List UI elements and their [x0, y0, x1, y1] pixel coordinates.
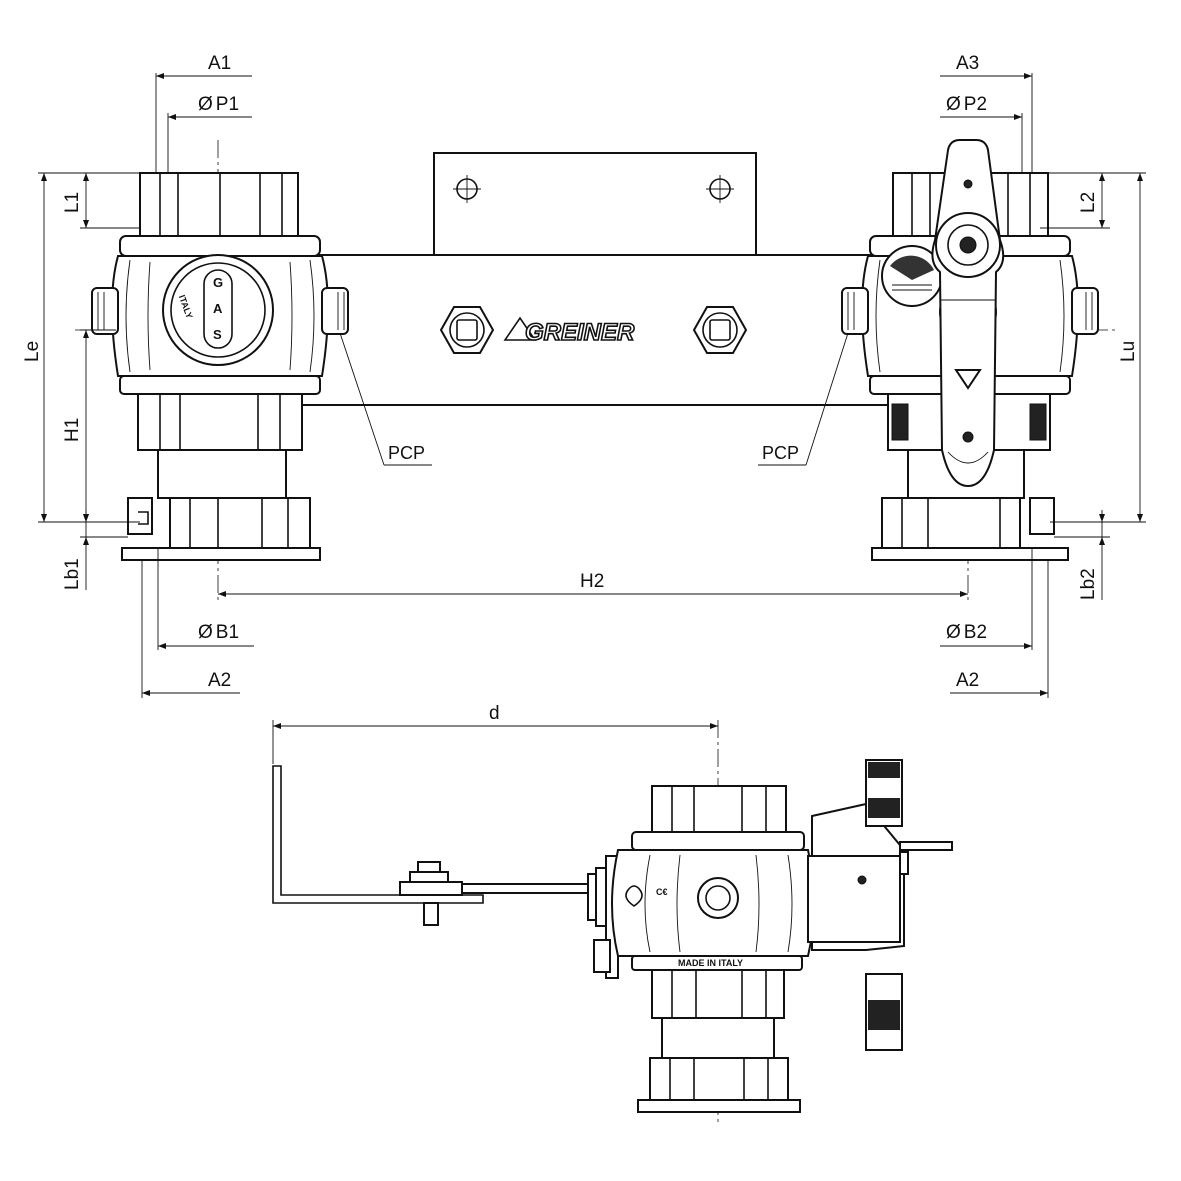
gas-letter-a: A [213, 301, 223, 316]
dim-le: Le [22, 341, 43, 362]
pcp-callout-left: PCP [388, 443, 425, 463]
valve-handle [931, 139, 1005, 488]
dim-l1: L1 [62, 192, 83, 213]
dim-a3: A3 [956, 53, 979, 74]
dim-d: d [489, 703, 500, 724]
dim-lu: Lu [1118, 341, 1139, 362]
cross-bar: GREINER [299, 254, 891, 406]
dim-p1: P1 [216, 94, 239, 115]
brand-name: GREINER [525, 319, 635, 346]
dim-l2: L2 [1078, 192, 1099, 213]
side-view: d C€ MADE IN ITALY [272, 703, 953, 1113]
made-in-italy-marking: MADE IN ITALY [678, 958, 743, 968]
svg-text:ØP1: ØP1 [198, 94, 239, 115]
dim-h2: H2 [580, 571, 604, 592]
diameter-symbol: Ø [198, 94, 213, 115]
ce-mark: C€ [656, 887, 668, 897]
mounting-bracket [433, 152, 757, 256]
svg-text:ØB1: ØB1 [198, 622, 239, 643]
right-valve [841, 139, 1099, 561]
dim-h1: H1 [62, 418, 83, 442]
dim-p2: P2 [964, 94, 987, 115]
dim-a2-right: A2 [956, 670, 979, 691]
hex-plug-left [439, 306, 495, 354]
brand-logo: GREINER [503, 316, 636, 347]
dim-lb1: Lb1 [62, 558, 83, 590]
pcp-callout-right: PCP [762, 443, 799, 463]
dim-a2-left: A2 [208, 670, 231, 691]
left-valve: G A S ITALY [91, 172, 349, 561]
hex-plug-right [692, 306, 748, 354]
svg-text:ØB2: ØB2 [946, 622, 987, 643]
svg-text:ØP2: ØP2 [946, 94, 987, 115]
gas-letter-g: G [213, 275, 223, 290]
dim-b2: B2 [964, 622, 987, 643]
dim-b1: B1 [216, 622, 239, 643]
dim-a1: A1 [208, 53, 231, 74]
dim-lb2: Lb2 [1078, 568, 1099, 600]
gas-letter-s: S [213, 327, 222, 342]
